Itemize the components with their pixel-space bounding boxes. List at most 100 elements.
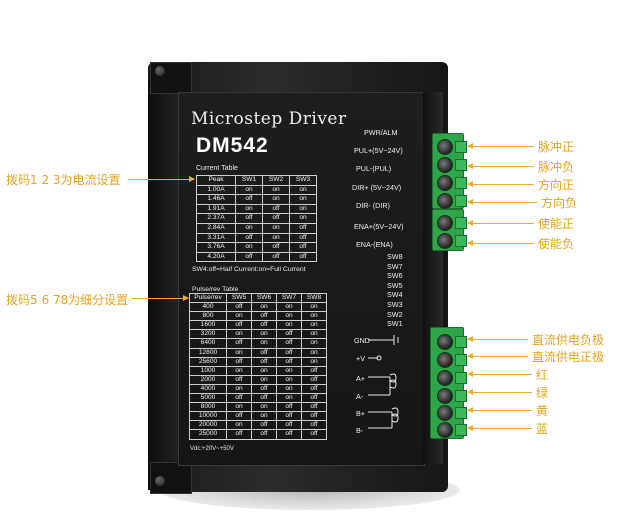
annotation-pulse-positive: 脉冲正 (538, 140, 575, 154)
label-ena-minus: ENA-(ENA) (356, 240, 393, 249)
table-cell: 800 (189, 311, 227, 322)
table-cell: off (226, 320, 252, 331)
dip-switch-label: SW5 (387, 280, 403, 290)
terminal-tab (455, 195, 467, 207)
case-side (148, 80, 182, 490)
arrow-left-icon (467, 336, 528, 342)
table-cell: on (301, 347, 327, 358)
table-cell: off (251, 356, 277, 367)
table-cell: off (276, 356, 302, 367)
table-cell: off (226, 411, 252, 422)
table-cell: off (251, 429, 277, 440)
table-cell: off (276, 329, 302, 340)
dip-switch-label: SW8 (387, 252, 403, 261)
terminal-screw-icon (437, 139, 453, 155)
table-cell: on (276, 393, 302, 404)
label-a-minus: A- (356, 392, 364, 401)
table-cell: on (301, 329, 327, 340)
table-cell: off (235, 213, 263, 224)
table-cell: off (276, 429, 302, 440)
table-cell: 3.31A (196, 232, 236, 244)
arrow-left-icon (467, 353, 528, 359)
table-cell: on (251, 411, 277, 422)
annotation-pulse-setting: 拨码5 6 78为细分设置 (6, 293, 129, 307)
table-cell: on (301, 302, 327, 313)
mounting-flange-bottom (150, 462, 192, 494)
terminal-tab (455, 372, 467, 384)
table-cell: off (301, 420, 327, 431)
table-cell: on (226, 420, 252, 431)
label-b-plus: B+ (356, 409, 365, 418)
table-cell: off (251, 347, 277, 358)
table-cell: on (289, 213, 317, 224)
table-cell: on (262, 232, 290, 244)
table-cell: 5000 (189, 393, 227, 404)
table-cell: on (289, 184, 317, 196)
column-header: Peak (196, 175, 236, 186)
annotation-pulse-negative: 脉冲负 (538, 160, 575, 174)
table-cell: on (251, 402, 277, 413)
device-model: DM542 (196, 134, 269, 157)
annotation-enable-positive: 使能正 (538, 217, 575, 231)
terminal-tab (455, 141, 467, 153)
arrow-left-icon (467, 181, 534, 187)
table-cell: off (251, 420, 277, 431)
table-cell: on (276, 365, 302, 376)
table-cell: on (226, 329, 252, 340)
table-cell: off (262, 251, 290, 263)
table-cell: 400 (189, 302, 227, 313)
circuit-symbols (368, 335, 399, 429)
supply-voltage: Vdc:+20V~+50V (190, 446, 234, 452)
screw-icon (155, 66, 165, 76)
table-cell: 4.20A (196, 251, 236, 263)
table-cell: 1.46A (196, 194, 236, 205)
terminal-screw-icon (437, 175, 453, 191)
table-cell: off (276, 411, 302, 422)
label-pwr-alm: PWR/ALM (364, 128, 398, 137)
terminal-screw-icon (437, 405, 453, 421)
table-cell: on (289, 194, 317, 205)
arrow-left-icon (467, 163, 534, 169)
table-cell: off (226, 338, 252, 349)
table-cell: off (226, 393, 252, 404)
table-cell: off (251, 320, 277, 331)
table-cell: 4000 (189, 383, 227, 395)
table-cell: 1600 (189, 320, 227, 331)
arrow-right-icon (128, 176, 195, 182)
column-header: SW7 (276, 292, 302, 304)
table-cell: on (251, 302, 277, 313)
terminal-screw-icon (437, 370, 453, 386)
table-cell: on (276, 320, 302, 331)
table-cell: on (235, 184, 263, 196)
table-cell: on (251, 374, 277, 385)
table-cell: on (226, 383, 252, 395)
table-cell: off (251, 393, 277, 404)
terminal-tab (455, 336, 467, 348)
terminal-screw-icon (437, 334, 453, 350)
table-cell: on (262, 194, 290, 205)
screw-icon (155, 476, 165, 486)
table-cell: on (276, 311, 302, 322)
table-cell: on (226, 402, 252, 413)
table-cell: off (301, 402, 327, 413)
table-cell: off (226, 374, 252, 385)
table-cell: off (235, 194, 263, 205)
table-cell: off (276, 402, 302, 413)
dip-switch-label: SW4 (387, 290, 403, 300)
table-cell: 1.91A (196, 203, 236, 215)
terminal-screw-icon (437, 193, 453, 209)
